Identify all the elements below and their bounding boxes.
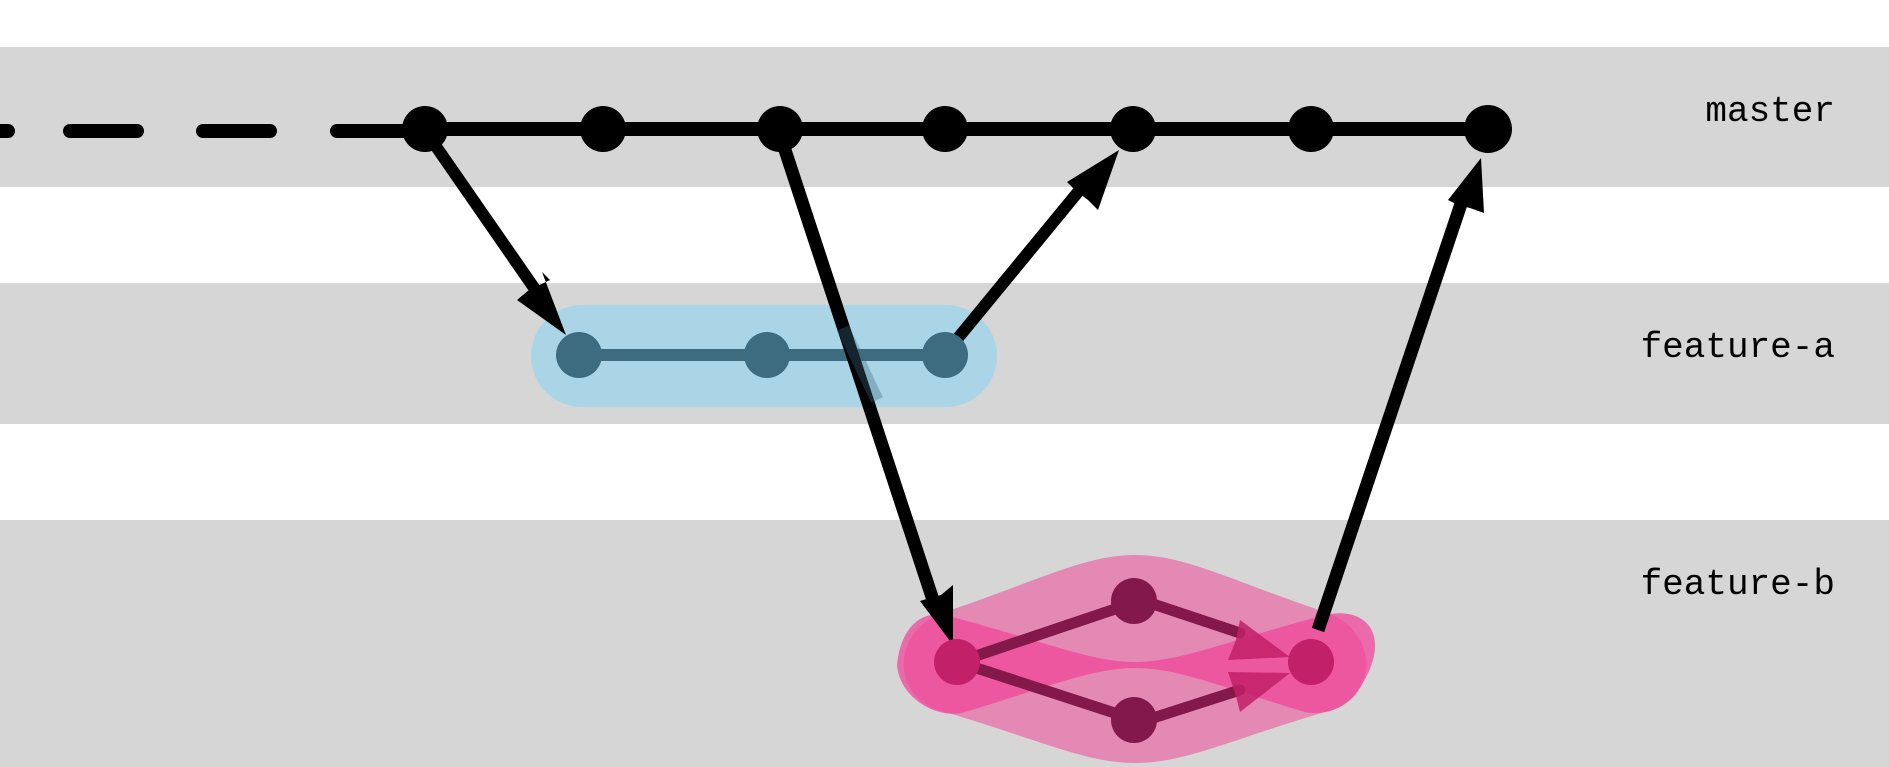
- master-commit-1: [402, 106, 448, 152]
- master-commit-4: [922, 106, 968, 152]
- feature-b-commits: [934, 578, 1334, 743]
- feature-a-commit-3: [922, 332, 968, 378]
- feature-b-edges: [952, 597, 1246, 725]
- arrow-head-feature-a-to-master: [1067, 150, 1119, 210]
- feature-b-commit-2: [1111, 578, 1157, 624]
- master-commit-5: [1110, 106, 1156, 152]
- arrow-head-master-to-feature-b: [920, 585, 953, 645]
- arrow-head-feature-b-upper: [1228, 620, 1290, 660]
- feature-b-commit-1: [934, 639, 980, 685]
- master-commit-7: [1464, 105, 1512, 153]
- feature-b-commit-4: [1288, 639, 1334, 685]
- arrow-head-feature-b-to-master: [1448, 158, 1484, 213]
- feature-a-commit-1: [556, 332, 602, 378]
- arrow-crossing-tint: [837, 325, 883, 403]
- master-commit-3: [757, 106, 803, 152]
- master-commit-2: [580, 106, 626, 152]
- arrow-feature-b-to-master: [1311, 192, 1471, 633]
- master-commit-6: [1288, 106, 1334, 152]
- arrow-feature-a-to-master: [953, 188, 1083, 342]
- feature-a-commits: [556, 332, 968, 378]
- feature-b-highlight-soft: [903, 555, 1367, 763]
- feature-b-commit-3: [1111, 697, 1157, 743]
- arrow-head-master-to-feature-a: [517, 272, 566, 335]
- label-master: master: [1705, 91, 1835, 132]
- feature-a-commit-2: [744, 332, 790, 378]
- label-feature-a: feature-a: [1641, 327, 1835, 368]
- arrow-head-feature-b-lower: [1228, 672, 1290, 712]
- arrow-master-to-feature-b: [778, 147, 940, 603]
- label-feature-b: feature-b: [1641, 564, 1835, 605]
- master-commits: [402, 105, 1512, 153]
- arrow-master-to-feature-a: [430, 141, 544, 299]
